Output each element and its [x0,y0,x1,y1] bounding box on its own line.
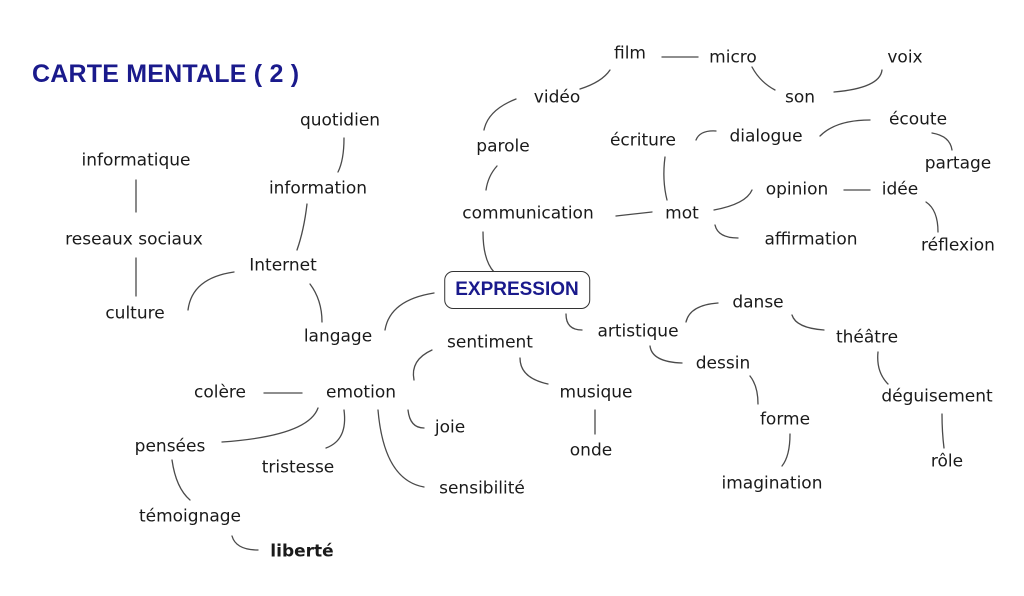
link-deguisement-role [941,413,945,449]
link-dessin-forme [749,375,759,405]
node-sensibilite: sensibilité [439,478,525,499]
link-micro-son [751,66,776,91]
node-dessin: dessin [695,353,751,374]
connector-lines [135,56,953,551]
node-internet: Internet [249,255,317,276]
node-langage: langage [303,326,373,347]
link-langage-expression [384,292,435,331]
link-dialogue-ecoute [819,119,871,137]
node-role: rôle [930,451,964,472]
link-culture-internet [187,271,235,311]
node-deguisement: déguisement [881,386,993,407]
link-mot-ecriture [663,156,668,201]
node-imagination: imagination [721,473,823,494]
node-micro: micro [709,47,757,68]
link-mot-affirmation [714,224,739,239]
node-ecoute: écoute [888,109,948,130]
page-title: CARTE MENTALE ( 2 ) [32,60,300,88]
link-quotidien-information [337,137,345,173]
link-parole-video [483,98,517,131]
link-mot-opinion [713,189,753,211]
node-opinion: opinion [765,179,829,200]
link-son-voix [833,69,883,93]
node-sentiment: sentiment [447,332,533,353]
node-quotidien: quotidien [299,110,381,131]
node-joie: joie [434,417,466,438]
link-pensees-temoignage [171,459,191,501]
node-musique: musique [559,382,633,403]
link-communication-parole [485,165,498,191]
link-emotion-sensibilite [377,409,425,488]
link-theatre-deguisement [877,351,889,385]
link-danse-theatre [791,314,825,331]
link-emotion-tristesse [325,409,346,449]
link-video-film [579,69,611,90]
node-reseaux-sociaux: reseaux sociaux [65,229,203,250]
link-ecriture-dialogue [695,130,717,141]
link-communication-expression [482,231,495,273]
node-information: information [268,178,368,199]
node-affirmation: affirmation [764,229,858,250]
node-temoignage: témoignage [138,506,242,527]
link-emotion-joie [407,409,425,429]
node-artistique: artistique [597,321,679,342]
node-culture: culture [105,303,165,324]
node-parole: parole [476,136,530,157]
link-expression-artistique [565,313,583,331]
node-reflexion: réflexion [921,235,995,256]
node-colere: colère [193,382,247,403]
node-informatique: informatique [81,150,191,171]
node-idee: idée [881,179,919,200]
link-emotion-sentiment [412,349,433,381]
link-sentiment-musique [519,357,549,385]
link-emotion-pensees [221,407,319,443]
node-theatre: théâtre [835,327,899,348]
link-information-internet [296,203,308,251]
link-idee-reflexion [925,201,939,233]
node-mot: mot [665,203,699,224]
node-film: film [614,43,646,64]
node-voix: voix [887,47,923,68]
node-pensees: pensées [134,436,206,457]
node-tristesse: tristesse [261,457,335,478]
node-communication: communication [462,203,594,224]
node-ecriture: écriture [609,130,677,151]
link-temoignage-liberte [231,535,259,551]
node-danse: danse [732,292,784,313]
central-node-expression: EXPRESSION [444,271,590,309]
node-partage: partage [924,153,992,174]
node-emotion: emotion [326,382,396,403]
node-video: vidéo [533,87,581,108]
node-onde: onde [569,440,613,461]
link-forme-imagination [781,433,791,467]
link-ecoute-partage [931,132,953,151]
node-forme: forme [759,409,811,430]
link-artistique-danse [685,302,719,323]
node-son: son [784,87,816,108]
link-internet-langage [309,283,323,323]
link-artistique-dessin [649,345,683,364]
node-dialogue: dialogue [729,126,803,147]
link-communication-mot [615,211,653,217]
node-liberte: liberté [270,541,334,562]
